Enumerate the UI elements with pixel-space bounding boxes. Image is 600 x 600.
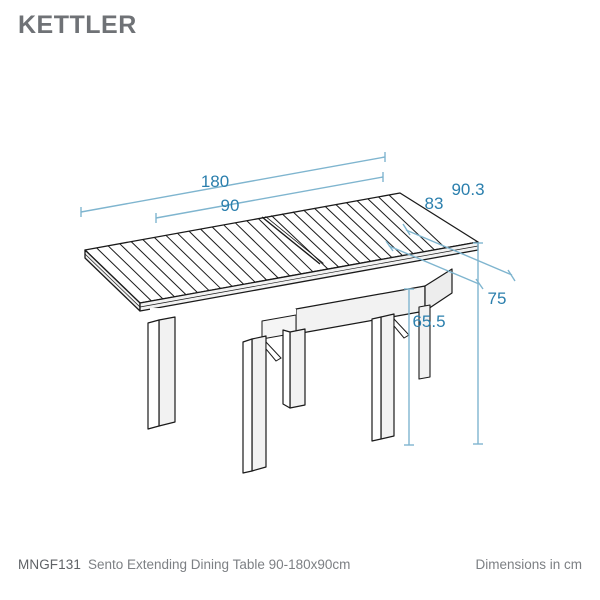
product-identity: MNGF131 Sento Extending Dining Table 90-1… xyxy=(18,557,350,572)
dim-label-overall-length: 180 xyxy=(201,172,229,191)
apron-right-return xyxy=(424,268,453,312)
tabletop-surface xyxy=(84,192,479,312)
leg-front-centre xyxy=(242,335,282,474)
leg-front-right-side xyxy=(371,316,382,442)
dimension-annotations xyxy=(80,152,516,446)
table-drawing-svg: 180 90 90.3 83 75 65.5 xyxy=(80,152,516,474)
extension-seam-secondary xyxy=(265,216,324,264)
dim-top-depth xyxy=(385,240,484,290)
leg-front-right xyxy=(371,313,410,442)
sheet-footer: MNGF131 Sento Extending Dining Table 90-1… xyxy=(0,540,600,600)
tabletop-slats xyxy=(96,194,447,302)
leg-front-right-face xyxy=(380,313,395,440)
leg-front-centre-face xyxy=(251,335,267,472)
apron-front-right xyxy=(295,285,426,335)
units-note: Dimensions in cm xyxy=(475,557,582,572)
gusset-bracket-centre xyxy=(265,340,282,362)
tabletop-front-edge-line xyxy=(84,253,141,308)
dim-table-height xyxy=(473,242,483,445)
dim-overall-depth xyxy=(402,223,516,282)
product-name: Sento Extending Dining Table 90-180x90cm xyxy=(87,557,351,572)
extension-seam xyxy=(261,216,321,265)
leg-back-right xyxy=(418,304,431,380)
leg-front-left-side xyxy=(147,319,160,430)
dim-label-apron-height: 65.5 xyxy=(412,312,445,331)
dim-label-closed-length: 90 xyxy=(221,196,240,215)
leg-front-left-face xyxy=(158,316,176,427)
leg-back-centre xyxy=(282,328,306,409)
kettler-logo: KETTLER xyxy=(18,11,137,39)
dim-label-top-depth: 83 xyxy=(425,194,444,213)
leg-front-left xyxy=(147,316,176,430)
dim-closed-length xyxy=(155,172,384,223)
dim-overall-length xyxy=(80,152,386,217)
tabletop-edge-line xyxy=(139,245,479,308)
dim-label-table-height: 75 xyxy=(488,289,507,308)
table-geometry xyxy=(84,192,479,474)
dimension-labels: 180 90 90.3 83 75 65.5 xyxy=(201,172,507,331)
dim-apron-height xyxy=(404,288,414,446)
dim-label-overall-depth: 90.3 xyxy=(451,180,484,199)
table-technical-drawing: 180 90 90.3 83 75 65.5 xyxy=(0,55,600,525)
product-code: MNGF131 xyxy=(18,557,81,572)
leg-front-centre-side xyxy=(242,338,253,474)
gusset-bracket-right xyxy=(393,317,410,339)
